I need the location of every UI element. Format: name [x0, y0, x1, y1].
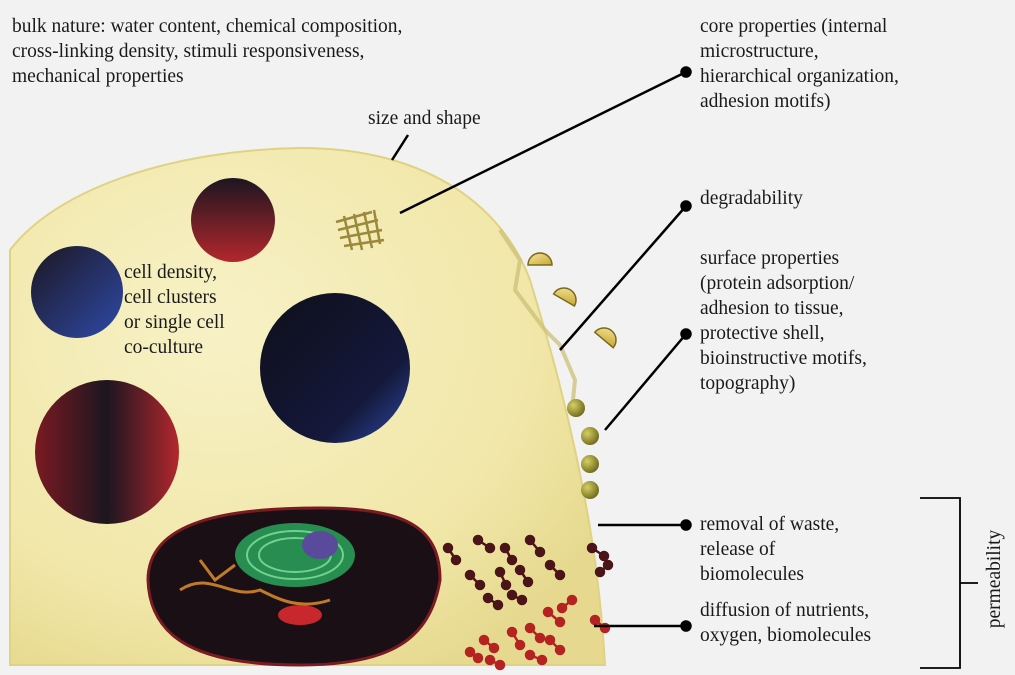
label-size-shape: size and shape	[368, 106, 481, 131]
leader-core-dot	[682, 68, 691, 77]
cell-with-nucleus	[148, 508, 440, 665]
cell-left-blue	[31, 246, 123, 338]
label-cell-density: cell density, cell clusters or single ce…	[124, 260, 225, 360]
leader-size-shape	[392, 135, 408, 160]
label-core-properties: core properties (internal microstructure…	[700, 14, 899, 114]
label-permeability: permeability	[984, 524, 1006, 634]
leader-surface-dot	[682, 330, 691, 339]
label-surface-properties: surface properties (protein adsorption/ …	[700, 246, 867, 396]
leader-diffusion-dot	[682, 622, 691, 631]
label-diffusion: diffusion of nutrients, oxygen, biomolec…	[700, 598, 871, 648]
permeability-bracket	[920, 498, 978, 668]
leader-waste-dot	[682, 521, 691, 530]
cell-top-red	[191, 178, 275, 262]
label-bulk-nature: bulk nature: water content, chemical com…	[12, 14, 402, 89]
cell-bottom-red	[35, 380, 179, 524]
cell-center-blue	[260, 293, 410, 443]
label-removal-waste: removal of waste, release of biomolecule…	[700, 512, 839, 587]
label-degradability: degradability	[700, 186, 803, 211]
leader-degradability	[560, 206, 686, 350]
leader-degradability-dot	[682, 202, 691, 211]
leader-core	[400, 72, 686, 213]
leader-surface	[605, 334, 686, 430]
